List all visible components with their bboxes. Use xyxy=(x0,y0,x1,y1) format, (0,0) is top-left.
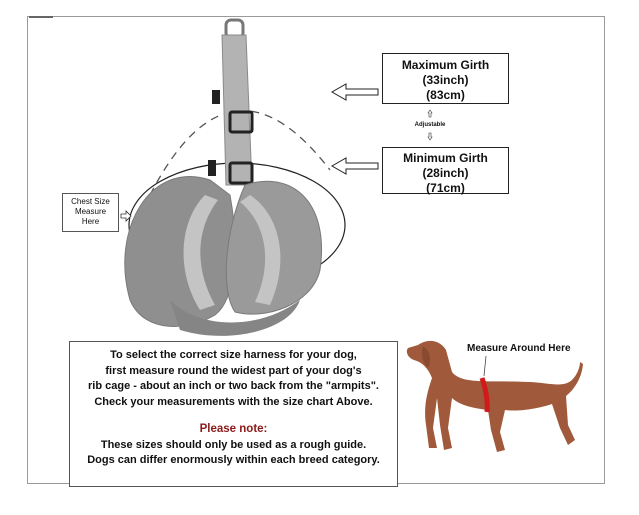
dog-label-pointer xyxy=(483,355,487,377)
buckle-lower xyxy=(228,161,254,185)
note-heading: Please note: xyxy=(199,423,268,435)
adjust-arrow-up xyxy=(427,109,433,118)
fleece-left-webbing xyxy=(183,195,218,310)
maximum-girth-box: Maximum Girth (33inch) (83cm) xyxy=(382,53,509,104)
fleece-left-loop xyxy=(124,176,236,327)
note-line-1: To select the correct size harness for y… xyxy=(110,349,357,361)
max-girth-inch: (33inch) xyxy=(422,73,469,87)
max-girth-cm: (83cm) xyxy=(426,88,465,102)
dog-silhouette xyxy=(406,340,583,452)
measure-around-here-label: Measure Around Here xyxy=(467,343,571,354)
note-line-5: These sizes should only be used as a rou… xyxy=(100,438,367,451)
min-girth-inch: (28inch) xyxy=(422,166,469,180)
fleece-right-webbing xyxy=(240,195,281,305)
strap-clip-left xyxy=(212,90,220,104)
sizing-instructions: To select the correct size harness for y… xyxy=(69,341,398,487)
chest-line-3: Here xyxy=(81,217,100,226)
note-line-3: rib cage - about an inch or two back fro… xyxy=(88,380,379,392)
chest-line-1: Chest Size xyxy=(71,197,110,206)
chest-size-box: Chest Size Measure Here xyxy=(62,193,119,232)
top-edge-line xyxy=(29,16,53,18)
min-girth-title: Minimum Girth xyxy=(403,151,488,165)
measure-band xyxy=(479,377,490,413)
note-line-4: Check your measurements with the size ch… xyxy=(94,395,373,408)
note-line-2: first measure round the widest part of y… xyxy=(105,364,362,377)
arrow-chest xyxy=(120,210,132,222)
arrow-to-min xyxy=(330,157,379,175)
max-girth-title: Maximum Girth xyxy=(401,58,490,72)
fleece-bottom xyxy=(170,300,300,336)
minimum-girth-box: Minimum Girth (28inch) (71cm) xyxy=(382,147,509,195)
adjust-arrow-down xyxy=(427,132,433,141)
chest-line-2: Measure xyxy=(74,207,107,216)
min-girth-cm: (71cm) xyxy=(426,181,465,195)
strap-clip-left-2 xyxy=(208,160,216,176)
arrow-to-max xyxy=(330,83,379,101)
girth-range-arc xyxy=(149,110,331,196)
adjustable-label: Adjustable xyxy=(414,122,446,128)
buckle-upper xyxy=(228,110,254,134)
note-line-6: Dogs can differ enormously within each b… xyxy=(87,454,380,466)
